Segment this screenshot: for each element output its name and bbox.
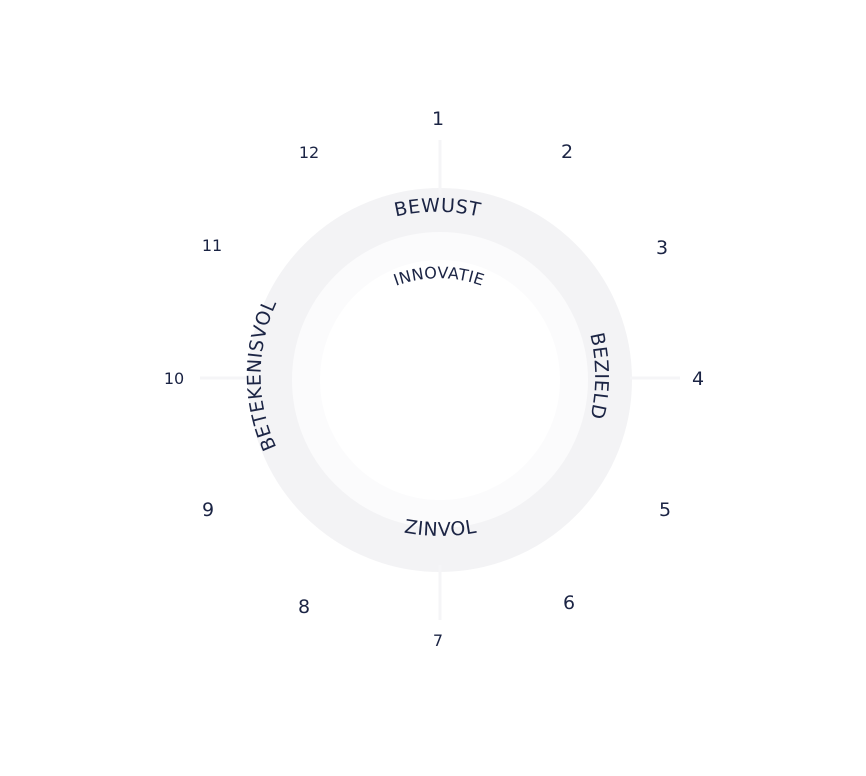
clock-number-12: 12 [299, 143, 319, 162]
ring-word-bottom: ZINVOL [403, 516, 478, 541]
clock-number-11: 11 [202, 236, 222, 255]
clock-number-8: 8 [298, 596, 310, 618]
ring-word-bottom-path: ZINVOL [403, 516, 478, 541]
clock-number-10: 10 [164, 369, 184, 388]
inner-disc [320, 260, 560, 500]
clock-numbers: 1 2 3 4 5 6 7 8 9 10 11 12 [164, 108, 704, 650]
clock-number-5: 5 [659, 499, 671, 521]
clock-number-4: 4 [692, 368, 704, 390]
clock-number-7: 7 [433, 631, 443, 650]
clock-number-9: 9 [202, 499, 214, 521]
clock-number-1: 1 [432, 108, 444, 130]
clock-number-2: 2 [561, 141, 573, 163]
spokes [200, 140, 680, 620]
clock-number-3: 3 [656, 237, 668, 259]
clock-number-6: 6 [563, 592, 575, 614]
